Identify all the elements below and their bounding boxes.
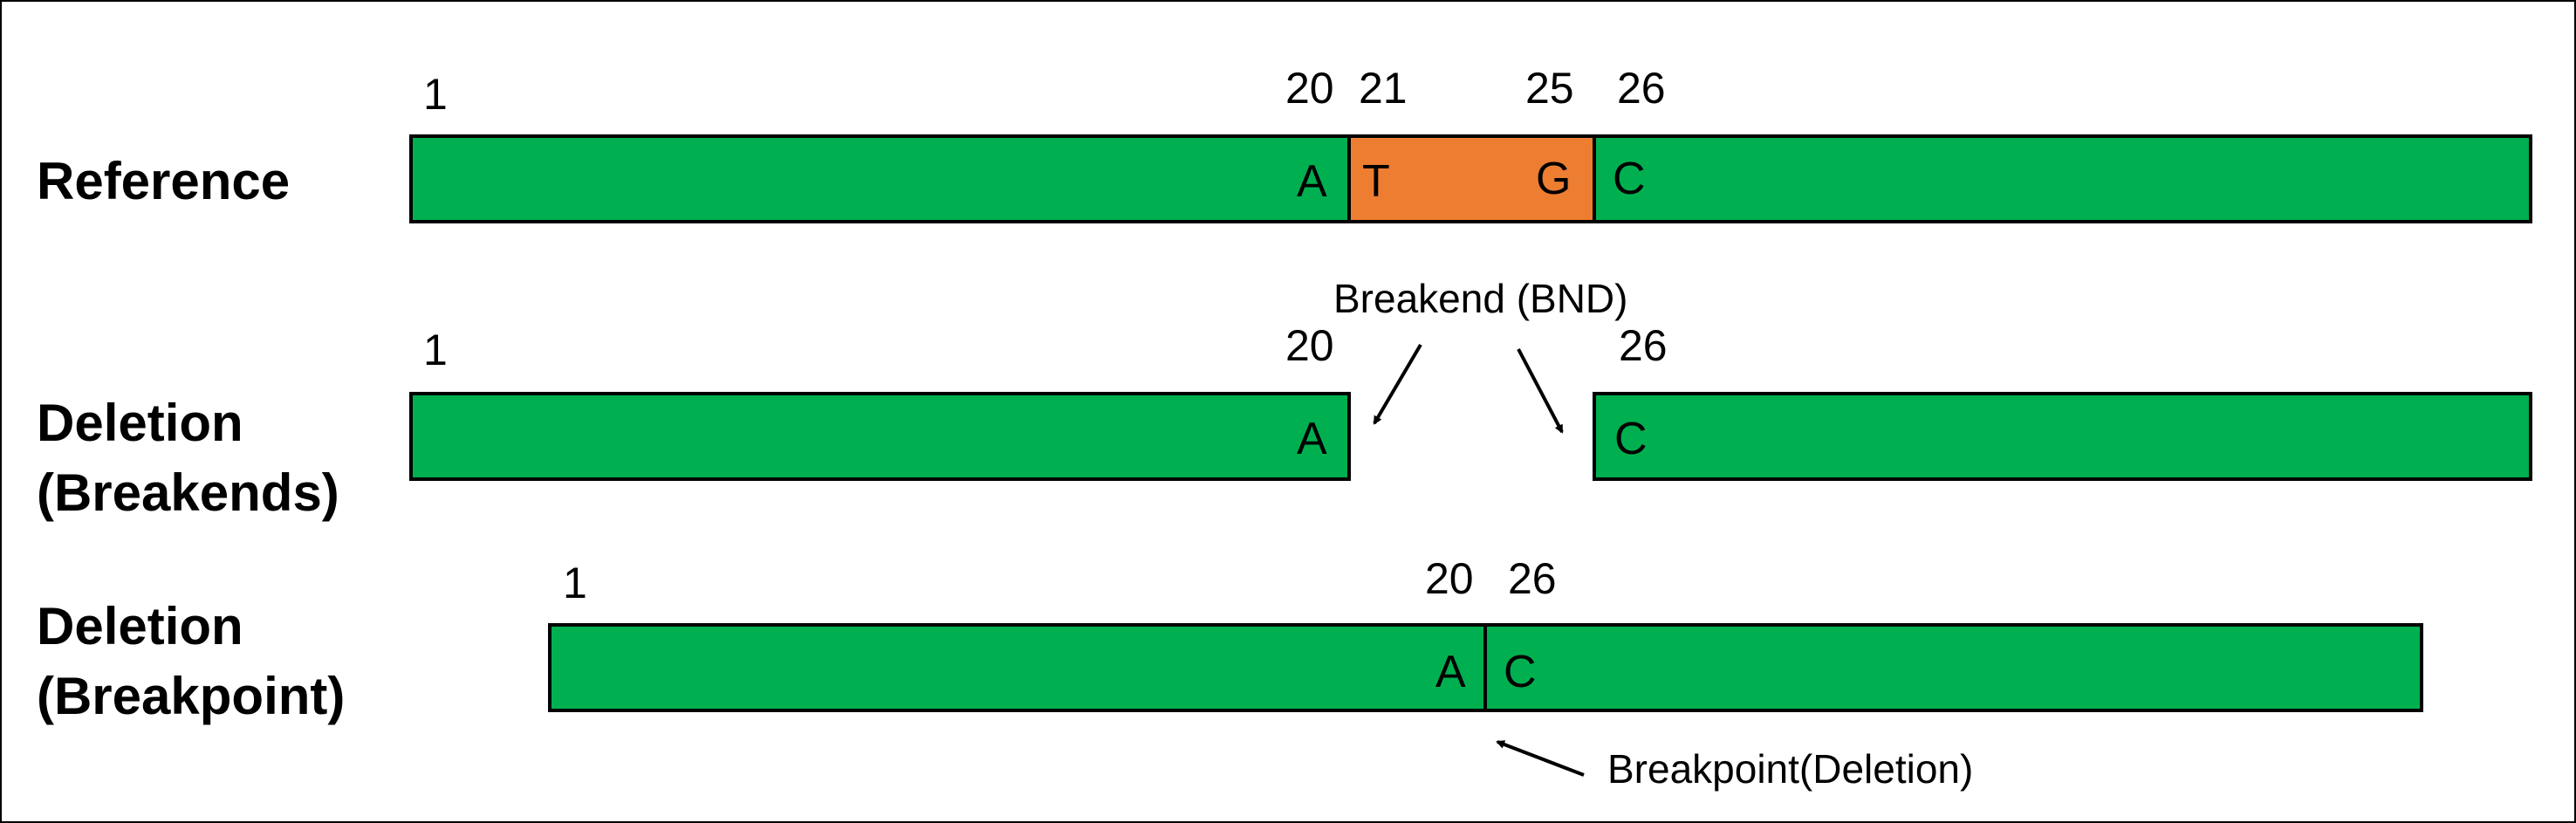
breakends-left-segment: [409, 392, 1351, 481]
breakends-base-26: C: [1614, 414, 1648, 464]
breakpoint-annotation: Breakpoint(Deletion): [1607, 746, 1973, 792]
breakend-arrow-right: [1517, 348, 1564, 434]
breakpoint-arrow: [1496, 740, 1585, 777]
reference-pos-1: 1: [423, 70, 448, 119]
breakend-annotation: Breakend (BND): [1333, 276, 1627, 321]
breakpoint-label-line2: (Breakpoint): [37, 667, 345, 725]
reference-pos-20: 20: [1285, 64, 1334, 113]
breakpoint-base-20: A: [1435, 647, 1466, 697]
breakends-label-line1: Deletion: [37, 394, 243, 452]
breakpoint-right-segment: [1483, 623, 2423, 712]
reference-right-segment: [1593, 134, 2532, 223]
reference-pos-21: 21: [1359, 64, 1408, 113]
breakends-pos-26: 26: [1619, 321, 1668, 370]
breakpoint-pos-20: 20: [1425, 554, 1474, 603]
reference-base-20: A: [1297, 156, 1327, 207]
breakpoint-label-line1: Deletion: [37, 597, 243, 655]
breakends-base-20: A: [1297, 414, 1327, 464]
breakends-pos-20: 20: [1285, 321, 1334, 370]
reference-deleted-segment: [1347, 134, 1596, 223]
breakpoint-left-segment: [548, 623, 1487, 712]
breakend-arrow-left: [1373, 343, 1422, 425]
reference-pos-25: 25: [1525, 64, 1574, 113]
breakends-pos-1: 1: [423, 326, 448, 374]
reference-base-26: C: [1613, 154, 1646, 204]
reference-base-21: T: [1362, 156, 1390, 207]
reference-pos-26: 26: [1617, 64, 1666, 113]
reference-base-25: G: [1536, 154, 1571, 204]
breakends-right-segment: [1593, 392, 2532, 481]
breakends-label-line2: (Breakends): [37, 463, 339, 522]
breakpoint-base-26: C: [1504, 647, 1537, 697]
reference-left-segment: [409, 134, 1351, 223]
breakpoint-pos-26: 26: [1508, 554, 1557, 603]
reference-label: Reference: [37, 152, 290, 210]
breakpoint-pos-1: 1: [563, 559, 587, 607]
